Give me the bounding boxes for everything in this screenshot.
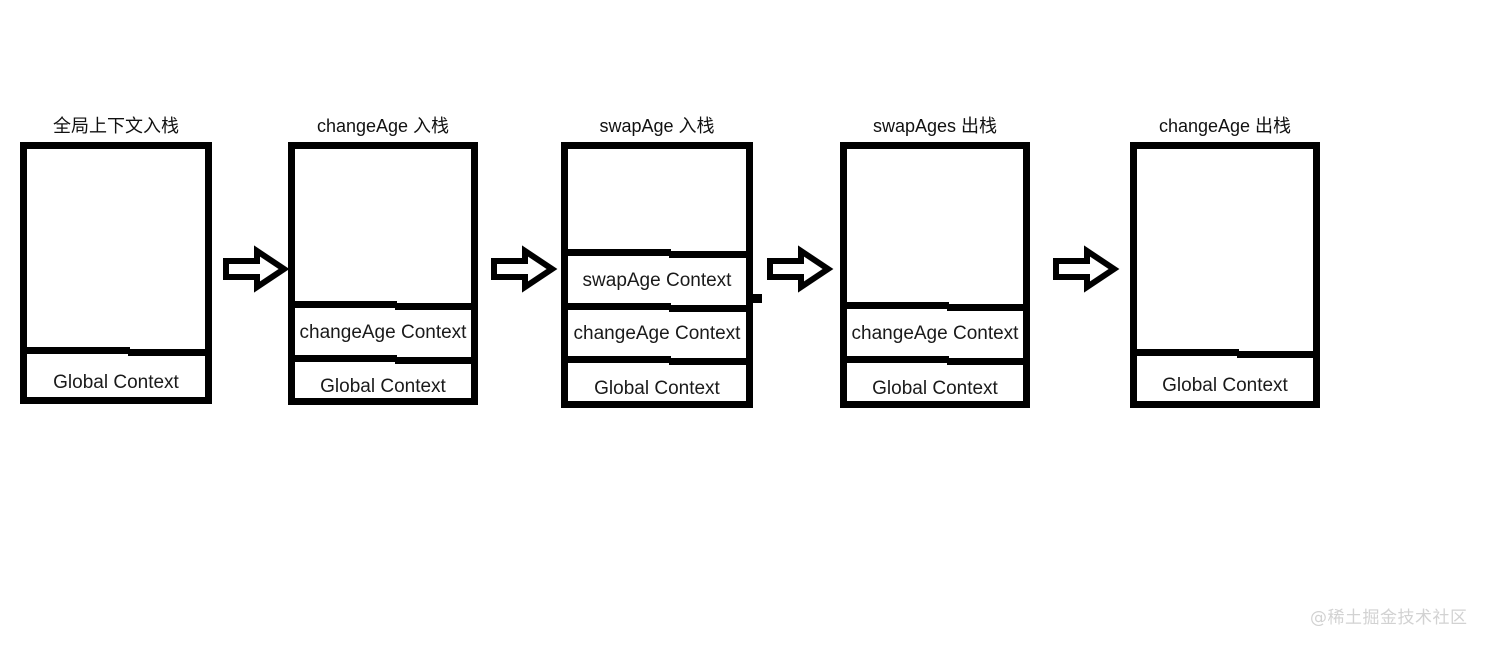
stack-divider [568, 249, 746, 258]
stack-row-empty-slot [27, 149, 205, 347]
divider-segment-right [669, 358, 746, 365]
divider-segment-left [568, 356, 672, 363]
stack-row-label: Global Context [53, 371, 179, 393]
divider-segment-left [295, 301, 398, 308]
stack-row-label: changeAge Context [573, 323, 741, 344]
stack-outline [1130, 142, 1320, 408]
stack-row-empty-slot [568, 149, 746, 249]
stack-divider [27, 347, 205, 356]
stack-divider [568, 356, 746, 365]
stack-row-empty-slot [1137, 149, 1313, 349]
stack-stack-changeage-pop: changeAge 出栈 Global Context [1130, 116, 1320, 408]
stack-row-global-context: Global Context [1137, 356, 1313, 415]
stack-row-global-context: Global Context [847, 363, 1023, 415]
stack-title: swapAge 入栈 [599, 116, 715, 136]
stack-row-global-context: Global Context [568, 363, 746, 415]
watermark: @稀土掘金技术社区 [1310, 608, 1468, 628]
stack-divider [847, 356, 1023, 365]
stack-row-global-context: Global Context [27, 354, 205, 411]
edge-nub-artifact [753, 294, 762, 303]
stack-divider [568, 303, 746, 312]
stack-divider [1137, 349, 1313, 358]
stack-title: swapAges 出栈 [872, 116, 998, 136]
divider-segment-right [128, 349, 205, 356]
stack-divider [295, 301, 471, 310]
stack-title: 全局上下文入栈 [53, 116, 179, 136]
divider-segment-right [947, 304, 1023, 311]
stack-row-changeage-context: changeAge Context [847, 309, 1023, 358]
divider-segment-left [847, 302, 950, 309]
stack-stack-global-push: 全局上下文入栈 Global Context [20, 116, 212, 404]
flow-arrow-icon [223, 245, 290, 293]
stack-row-empty-slot [847, 149, 1023, 302]
stack-divider [295, 355, 471, 364]
flow-arrow-icon [1053, 245, 1120, 293]
stack-stack-swapage-push: swapAge 入栈 swapAge Context changeAge Conte… [561, 116, 762, 408]
flow-arrow-icon [491, 245, 558, 293]
stack-row-label: Global Context [872, 378, 998, 399]
stack-divider [847, 302, 1023, 311]
divider-segment-left [1137, 349, 1240, 356]
stack-row-label: changeAge Context [851, 322, 1019, 344]
divider-segment-left [847, 356, 950, 363]
divider-segment-left [295, 355, 398, 362]
stack-rows: Global Context [27, 149, 205, 397]
stack-title: changeAge 入栈 [316, 116, 450, 136]
stack-row-swapage-context: swapAge Context [568, 256, 746, 306]
stack-row-label: Global Context [1162, 374, 1288, 396]
divider-segment-right [1237, 351, 1313, 358]
divider-segment-left [568, 303, 672, 310]
stack-row-label: Global Context [594, 378, 720, 399]
flow-arrow-icon [767, 245, 834, 293]
divider-segment-right [669, 305, 746, 312]
stack-row-global-context: Global Context [295, 362, 471, 412]
stack-row-label: swapAge Context [582, 270, 732, 291]
stack-row-changeage-context: changeAge Context [295, 308, 471, 357]
divider-segment-right [947, 358, 1023, 365]
stack-row-empty-slot [295, 149, 471, 301]
stack-row-label: Global Context [320, 376, 446, 397]
stack-row-label: changeAge Context [299, 321, 467, 343]
divider-segment-right [395, 357, 471, 364]
divider-segment-left [568, 249, 672, 256]
divider-segment-right [669, 251, 746, 258]
divider-segment-left [27, 347, 131, 354]
divider-segment-right [395, 303, 471, 310]
stack-outline [20, 142, 212, 404]
stack-title: changeAge 出栈 [1158, 116, 1292, 136]
stack-rows: Global Context [1137, 149, 1313, 401]
stack-row-changeage-context: changeAge Context [568, 310, 746, 358]
